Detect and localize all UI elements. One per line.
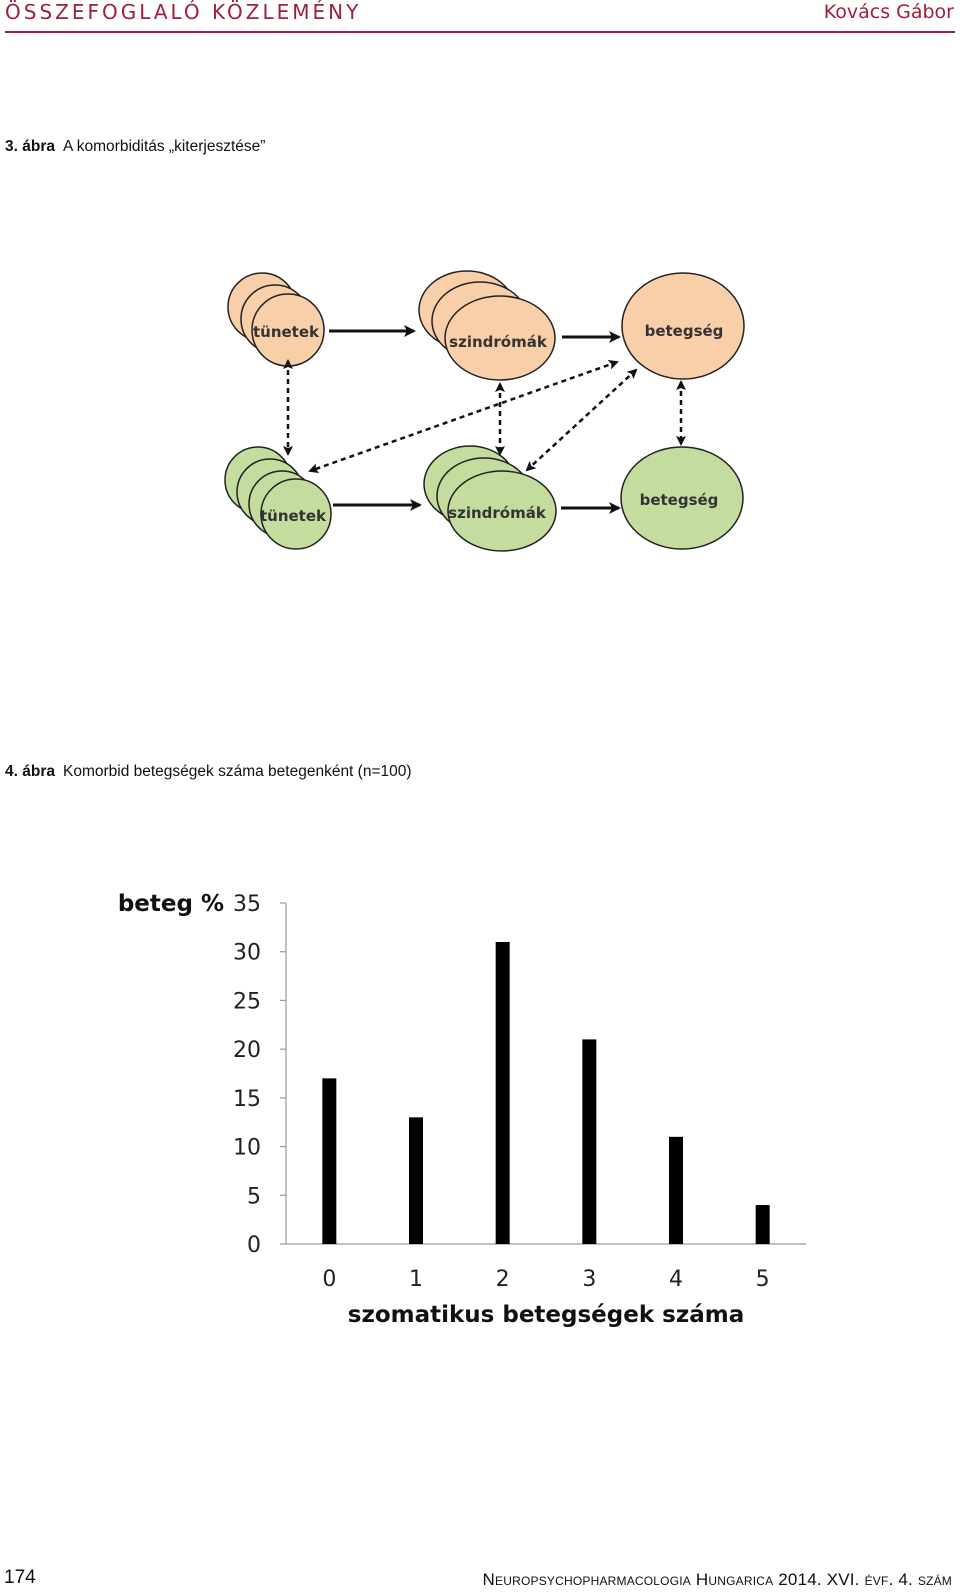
y-tick-label: 0	[247, 1233, 261, 1258]
y-tick-label: 30	[233, 941, 261, 966]
bar	[755, 1205, 770, 1244]
figure3-caption-text: A komorbiditás „kiterjesztése”	[62, 138, 266, 155]
comorbidity-bar-chart: 0 5 10 15 20 25 30 35 beteg % 0 1 2 3 4 5 szomatikus be…	[118, 891, 806, 1328]
figure3-number: 3. ábra	[5, 138, 55, 155]
page-number: 174	[4, 1567, 36, 1588]
x-tick-label: 5	[756, 1267, 770, 1292]
bar	[322, 1078, 337, 1244]
bottom-symptoms-label: tünetek	[260, 507, 327, 525]
x-tick-label: 3	[582, 1267, 596, 1292]
figure4-caption-text: Komorbid betegségek száma betegenként (n…	[62, 763, 412, 780]
header-divider	[5, 31, 955, 33]
y-tick-label: 25	[233, 989, 261, 1014]
bar	[409, 1117, 423, 1244]
bar	[495, 941, 510, 1244]
y-tick-label: 35	[233, 892, 261, 917]
top-disease-node: betegség	[621, 272, 745, 380]
bottom-disease-node: betegség	[620, 446, 744, 550]
figure3-caption: 3. ábra A komorbiditás „kiterjesztése”	[5, 138, 265, 156]
y-tick-label: 5	[247, 1184, 261, 1209]
top-symptoms-node: tünetek	[227, 272, 325, 367]
y-axis-label: beteg %	[118, 891, 224, 917]
dashed-arrow-diagonal-short	[525, 368, 638, 472]
y-tick-label: 10	[233, 1136, 261, 1161]
x-tick-label: 4	[669, 1267, 683, 1292]
y-tick-label: 15	[233, 1087, 261, 1112]
top-syndromes-node: szindrómák	[418, 270, 556, 381]
figure4-caption: 4. ábra Komorbid betegségek száma betegen…	[5, 763, 412, 781]
x-tick-label: 1	[409, 1267, 423, 1292]
x-axis-label: szomatikus betegségek száma	[348, 1302, 744, 1328]
x-tick-label: 0	[322, 1267, 336, 1292]
bar	[669, 1136, 683, 1244]
bar	[582, 1039, 597, 1244]
journal-reference: Neuropsychopharmacologia Hungarica 2014.…	[482, 1570, 952, 1589]
x-tick-label: 2	[496, 1267, 510, 1292]
top-disease-label: betegség	[645, 322, 724, 340]
bottom-symptoms-node: tünetek	[224, 446, 332, 550]
top-symptoms-label: tünetek	[253, 323, 320, 341]
comorbidity-diagram: tünetek szindrómák betegség tünetek szin…	[224, 270, 745, 552]
section-title: ÖSSZEFOGLALÓ KÖZLEMÉNY	[5, 0, 362, 24]
author-name: Kovács Gábor	[823, 1, 954, 23]
top-syndromes-label: szindrómák	[449, 333, 548, 351]
bottom-syndromes-label: szindrómák	[448, 504, 547, 522]
bottom-disease-label: betegség	[640, 491, 719, 509]
figure4-number: 4. ábra	[5, 763, 55, 780]
y-tick-label: 20	[233, 1038, 261, 1063]
